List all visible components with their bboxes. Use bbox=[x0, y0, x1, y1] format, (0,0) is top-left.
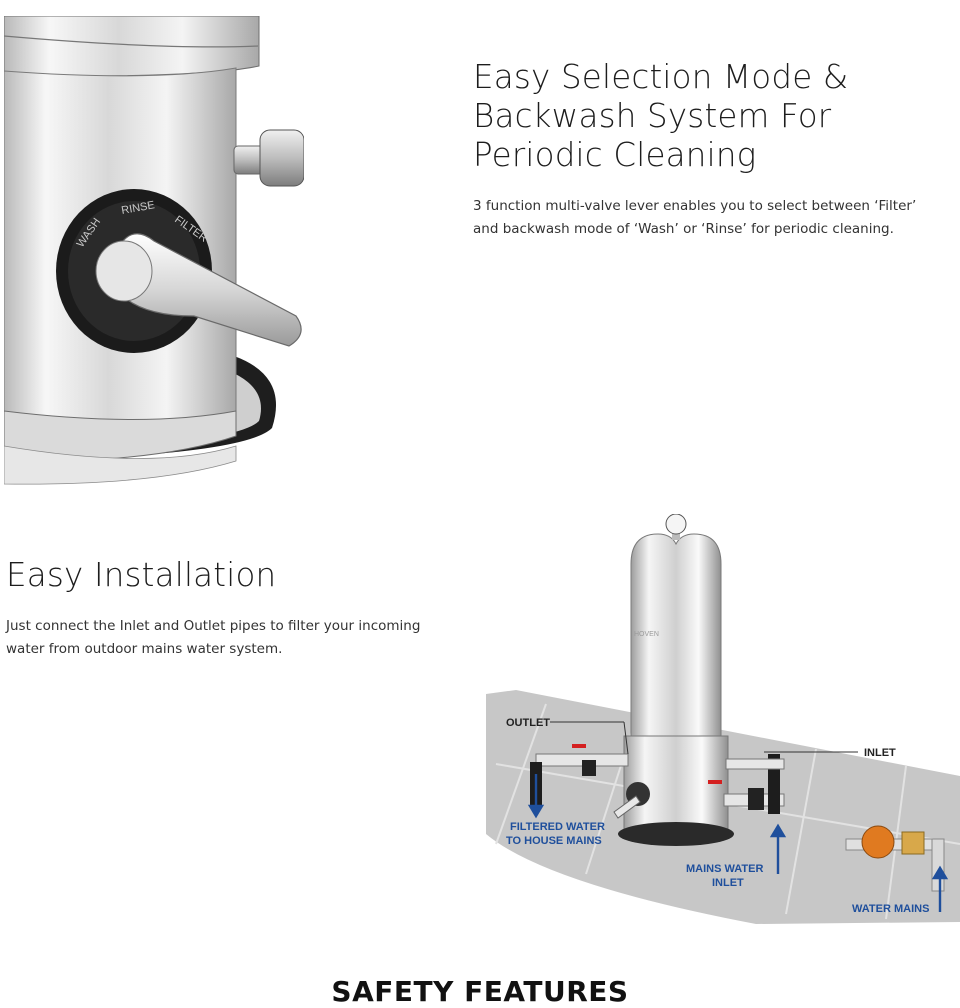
mains-water-inlet-label-line1: MAINS WATER bbox=[686, 863, 763, 875]
valve-lever bbox=[113, 233, 302, 347]
inlet-label: INLET bbox=[864, 747, 896, 759]
inlet-valve-handle bbox=[708, 780, 722, 784]
outlet-label: OUTLET bbox=[506, 717, 550, 729]
water-meter-icon bbox=[861, 825, 895, 859]
installation-section: Easy Installation Just connect the Inlet… bbox=[0, 500, 960, 940]
filtered-water-label-line1: FILTERED WATER bbox=[510, 821, 605, 833]
installation-diagram: HOVEN OUTLET bbox=[486, 514, 960, 924]
feature-heading: Easy Selection Mode & Backwash System Fo… bbox=[473, 58, 849, 174]
installation-description: Just connect the Inlet and Outlet pipes … bbox=[6, 618, 421, 657]
safety-section: SAFETY FEATURES bbox=[0, 960, 960, 1008]
brand-mark: HOVEN bbox=[634, 631, 659, 638]
mains-water-inlet-label-line2: INLET bbox=[712, 877, 744, 889]
water-mains-label: WATER MAINS bbox=[852, 903, 929, 915]
multi-valve-illustration: WASH RINSE FILTER bbox=[4, 16, 304, 485]
feature-description: 3 function multi-valve lever enables you… bbox=[473, 198, 917, 237]
outlet-valve-handle bbox=[572, 744, 586, 748]
filtered-water-label-line2: TO HOUSE MAINS bbox=[506, 835, 602, 847]
filter-tank bbox=[630, 533, 722, 737]
rinse-label: RINSE bbox=[120, 199, 155, 217]
pressure-gauge-icon bbox=[665, 514, 687, 535]
feature-valve-section: WASH RINSE FILTER Easy Selection Mode & … bbox=[0, 0, 960, 500]
installation-heading: Easy Installation bbox=[6, 556, 277, 594]
safety-heading: SAFETY FEATURES bbox=[331, 975, 629, 1008]
